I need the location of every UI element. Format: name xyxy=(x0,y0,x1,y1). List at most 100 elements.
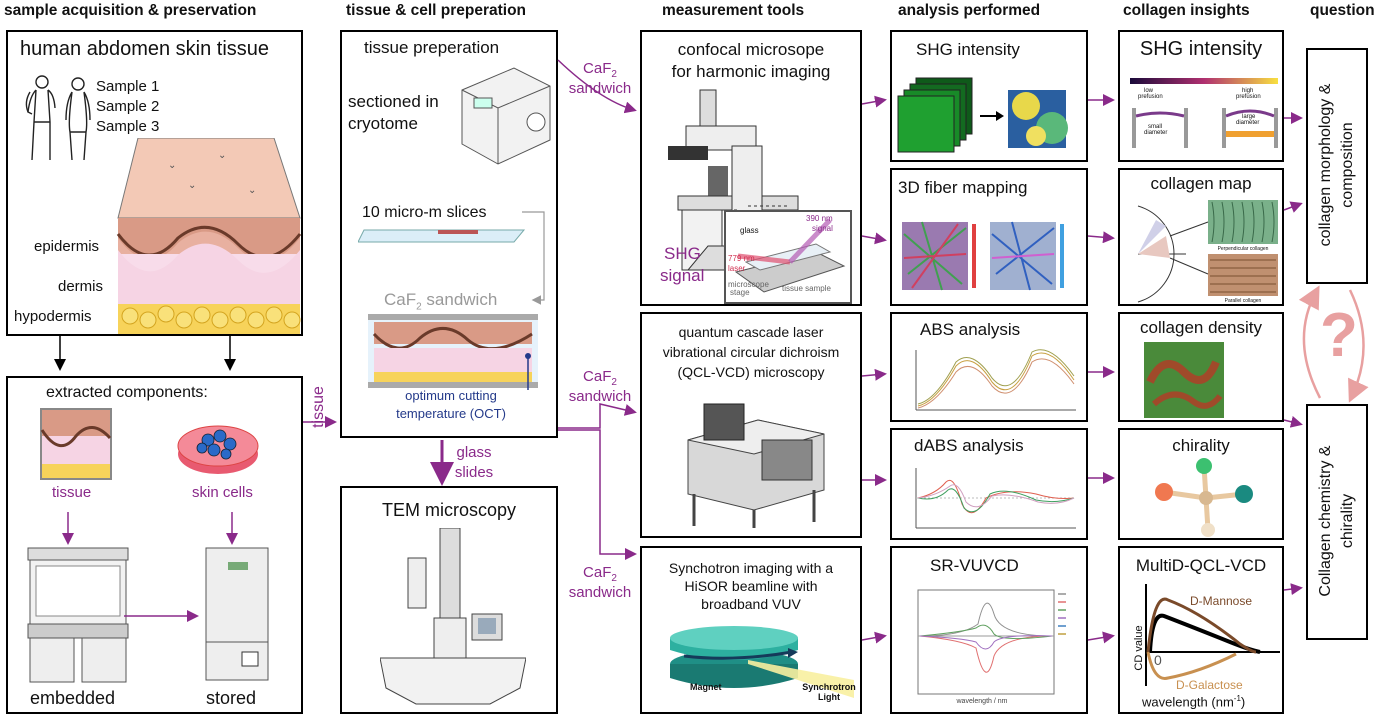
synchrotron-title-3: broadband VUV xyxy=(701,596,801,612)
tem-box: TEM microscopy xyxy=(340,486,558,714)
sandwich-label-top: sandwich xyxy=(568,80,632,97)
svg-text:⌄: ⌄ xyxy=(218,150,226,161)
sample-box-title: human abdomen skin tissue xyxy=(20,38,270,60)
chirality-title: chirality xyxy=(1172,436,1230,455)
human-silhouette-icon xyxy=(25,75,91,161)
shg-analysis-title: SHG intensity xyxy=(916,40,1020,59)
synchrotron-light-label-2: Light xyxy=(818,692,840,702)
inset-sample-label: tissue sample xyxy=(782,284,831,293)
magnet-label: Magnet xyxy=(690,682,722,692)
dermis-label: dermis xyxy=(58,278,104,295)
sectioned-label-2: cryotome xyxy=(348,114,418,133)
collagen-map-insight-box: collagen map Perpendicular collagen Para… xyxy=(1118,168,1284,306)
confocal-microscope-illustration xyxy=(668,89,849,297)
synchrotron-box: Synchotron imaging with a HiSOR beamline… xyxy=(640,546,862,714)
synchrotron-title-1: Synchotron imaging with a xyxy=(668,560,834,576)
inset-glass-label: glass xyxy=(740,226,759,235)
shg-insight-box: SHG intensity low prefusion small diamet… xyxy=(1118,30,1284,162)
caf2-label-top: CaF2 xyxy=(583,60,617,80)
high-prefusion-label-2: prefusion xyxy=(1236,94,1261,100)
large-diameter-label-2: diameter xyxy=(1236,120,1260,126)
glass-slides-label-1: glass xyxy=(456,444,492,461)
collagen-map-title: collagen map xyxy=(1150,174,1252,193)
chiral-molecule-icon xyxy=(1155,458,1253,537)
confocal-title-1: confocal microsope xyxy=(677,40,825,59)
question-morphology-box: collagen morphology & composition xyxy=(1306,48,1368,284)
sample-stage-inset: glass 390 nm signal 779 nm laser microsc… xyxy=(724,210,852,304)
sandwich-label-middle: sandwich xyxy=(568,388,632,405)
sample-stage-illustration xyxy=(734,218,846,293)
glass-slide-illustration xyxy=(358,229,526,243)
inset-signal-label-1: 390 nm xyxy=(806,214,833,223)
small-diameter-label-1: small xyxy=(1148,124,1163,130)
multid-xlabel: wavelength (nm-1) xyxy=(1142,694,1246,710)
srvuvcd-xlabel: wavelength / nm xyxy=(956,698,1008,705)
sample-1-label: Sample 1 xyxy=(96,78,160,95)
qcl-instrument-illustration xyxy=(687,403,825,528)
caf2-sandwich-illustration xyxy=(368,314,538,390)
caf2-sandwich-label: CaF2 sandwich xyxy=(384,290,498,313)
d-mannose-label: D-Mannose xyxy=(1190,594,1253,608)
svg-text:⌄: ⌄ xyxy=(168,160,176,171)
glass-slides-label-2: slides xyxy=(454,464,494,481)
sample-3-label: Sample 3 xyxy=(96,118,160,135)
collagen-density-insight-box: collagen density xyxy=(1118,312,1284,422)
shg-intensity-analysis-box: SHG intensity xyxy=(890,30,1088,162)
caf2-label-bottom: CaF2 xyxy=(583,564,617,584)
extracted-components-box: extracted components: tissue skin cells … xyxy=(6,376,303,714)
stored-label: stored xyxy=(206,688,257,708)
collagen-map-diagram xyxy=(1137,200,1278,303)
embedded-label: embedded xyxy=(30,688,116,708)
question-mark: ? xyxy=(1320,301,1358,370)
slices-label: 10 micro-m slices xyxy=(362,204,487,221)
multid-cd-plot xyxy=(1145,584,1280,686)
sample-box: human abdomen skin tissue Sample 1 Sampl… xyxy=(6,30,303,336)
tissue-prep-title: tissue preperation xyxy=(364,38,500,57)
synchrotron-magnet-illustration xyxy=(670,626,854,698)
inset-stage-label-1: microscope xyxy=(728,280,769,289)
question-chemistry-box: Collagen chemistry & chirality xyxy=(1306,404,1368,640)
tem-microscope-illustration xyxy=(380,528,526,705)
sandwich-label-bottom: sandwich xyxy=(568,584,632,601)
hypodermis-label: hypodermis xyxy=(14,308,92,325)
caf2-label-middle: CaF2 xyxy=(583,368,617,388)
freezer-illustration xyxy=(205,547,269,681)
abs-analysis-box: ABS analysis xyxy=(890,312,1088,422)
srvuvcd-analysis-box: SR-VUVCD wavelength / nm xyxy=(890,546,1088,714)
header-question: question xyxy=(1310,2,1375,19)
tissue-label: tissue xyxy=(52,484,92,501)
inset-laser-label-2: laser xyxy=(728,264,746,273)
tissue-sample-illustration xyxy=(40,408,112,480)
qcl-title-1: quantum cascade laser xyxy=(678,324,824,340)
tem-title: TEM microscopy xyxy=(381,500,516,520)
inset-stage-label-2: stage xyxy=(730,288,750,297)
epidermis-label: epidermis xyxy=(34,238,100,255)
shg-signal-label-2: signal xyxy=(660,266,705,285)
header-tissue-cell-prep: tissue & cell preperation xyxy=(346,2,527,19)
qcl-title-3: (QCL-VCD) microscopy xyxy=(677,364,825,380)
extracted-title: extracted components: xyxy=(46,384,208,401)
confocal-box: confocal microsope for harmonic imaging … xyxy=(640,30,862,306)
header-measurement-tools: measurement tools xyxy=(662,2,805,19)
abs-spectrum-plot xyxy=(915,349,1076,411)
collagen-density-image xyxy=(1144,342,1224,418)
srvuvcd-analysis-title: SR-VUVCD xyxy=(930,556,1019,575)
parallel-collagen-label: Parallel collagen xyxy=(1224,298,1262,304)
skin-cells-label: skin cells xyxy=(192,484,253,501)
header-analysis-performed: analysis performed xyxy=(898,2,1041,19)
high-prefusion-label-1: high xyxy=(1242,88,1254,94)
qcl-title-2: vibrational circular dichroism xyxy=(662,344,840,360)
multid-qcl-vcd-insight-box: MultiD-QCL-VCD D-Mannose D-Galactose 0 C… xyxy=(1118,546,1284,714)
tissue-preparation-box: tissue preperation sectioned in cryotome… xyxy=(340,30,558,438)
skin-layers-illustration: ⌄ ⌄ ⌄ ⌄ xyxy=(116,138,302,334)
multid-zero-label: 0 xyxy=(1154,652,1162,668)
svg-text:⌄: ⌄ xyxy=(248,185,256,196)
small-diameter-label-2: diameter xyxy=(1144,130,1168,136)
low-prefusion-label-1: low xyxy=(1144,88,1154,94)
inset-signal-label-2: signal xyxy=(812,224,833,233)
svg-text:⌄: ⌄ xyxy=(188,180,196,191)
cryotome-illustration xyxy=(461,67,551,165)
fiber-map-plots xyxy=(902,221,1064,291)
d-galactose-label: D-Galactose xyxy=(1176,678,1243,692)
